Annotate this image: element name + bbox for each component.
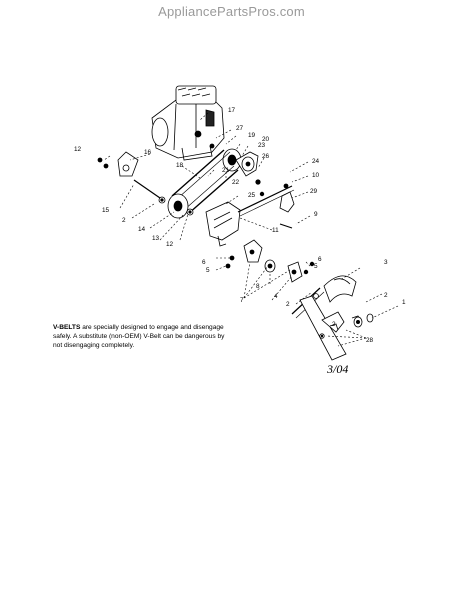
- callout-10: 10: [312, 172, 320, 179]
- callout-6-right: 6: [318, 256, 322, 263]
- callout-19: 19: [248, 132, 256, 139]
- callout-28: 28: [366, 337, 374, 344]
- v-belt-note-text: are specially designed to engage and dis…: [53, 324, 225, 349]
- callout-9: 9: [314, 211, 318, 218]
- callout-2-blade: 2: [332, 321, 336, 328]
- callout-5-right: 5: [314, 263, 318, 270]
- callout-13: 13: [152, 235, 160, 242]
- callout-18: 18: [176, 162, 184, 169]
- callout-29: 29: [310, 188, 318, 195]
- blade-guard: [323, 275, 357, 303]
- callout-8: 8: [256, 283, 260, 290]
- callout-27: 27: [236, 125, 244, 132]
- callout-20: 20: [262, 136, 270, 143]
- callout-2-left: 2: [122, 217, 126, 224]
- v-belt-warning-note: V-BELTS are specially designed to engage…: [53, 323, 228, 350]
- callout-17: 17: [228, 107, 236, 114]
- v-belt: [167, 148, 242, 219]
- callout-16: 16: [144, 149, 152, 156]
- callout-23: 23: [258, 142, 266, 149]
- callout-2-right: 2: [384, 292, 388, 299]
- callout-11: 11: [272, 227, 279, 234]
- v-belt-note-heading: V-BELTS: [53, 324, 81, 331]
- lower-bracket: [225, 239, 315, 275]
- bearings: [264, 259, 303, 283]
- callout-12-mid: 12: [166, 241, 174, 248]
- left-bracket: [97, 151, 166, 204]
- callout-12-top: 12: [74, 146, 82, 153]
- callout-7: 7: [240, 297, 244, 304]
- cutting-blade: [299, 295, 363, 361]
- idler-pulley: [209, 143, 265, 197]
- callout-22: 22: [232, 179, 240, 186]
- callout-1: 1: [402, 299, 406, 306]
- transmission-housing: [186, 201, 241, 247]
- callout-leaders: [103, 112, 399, 347]
- blade-nut: [353, 313, 374, 328]
- callout-5-left: 5: [206, 267, 210, 274]
- callout-21: 21: [222, 167, 230, 174]
- callout-15: 15: [102, 207, 110, 214]
- callout-25: 25: [248, 192, 256, 199]
- callout-3: 3: [384, 259, 388, 266]
- callout-2-mid: 2: [286, 301, 290, 308]
- callout-24: 24: [312, 158, 320, 165]
- engine: [151, 85, 225, 161]
- callout-14: 14: [138, 226, 146, 233]
- callout-26: 26: [262, 153, 270, 160]
- callout-4: 4: [274, 293, 278, 300]
- watermark: AppliancePartsPros.com: [158, 4, 305, 19]
- clutch-lever: [279, 183, 295, 229]
- callout-6-left: 6: [202, 259, 206, 266]
- revision-date: 3/04: [327, 362, 349, 376]
